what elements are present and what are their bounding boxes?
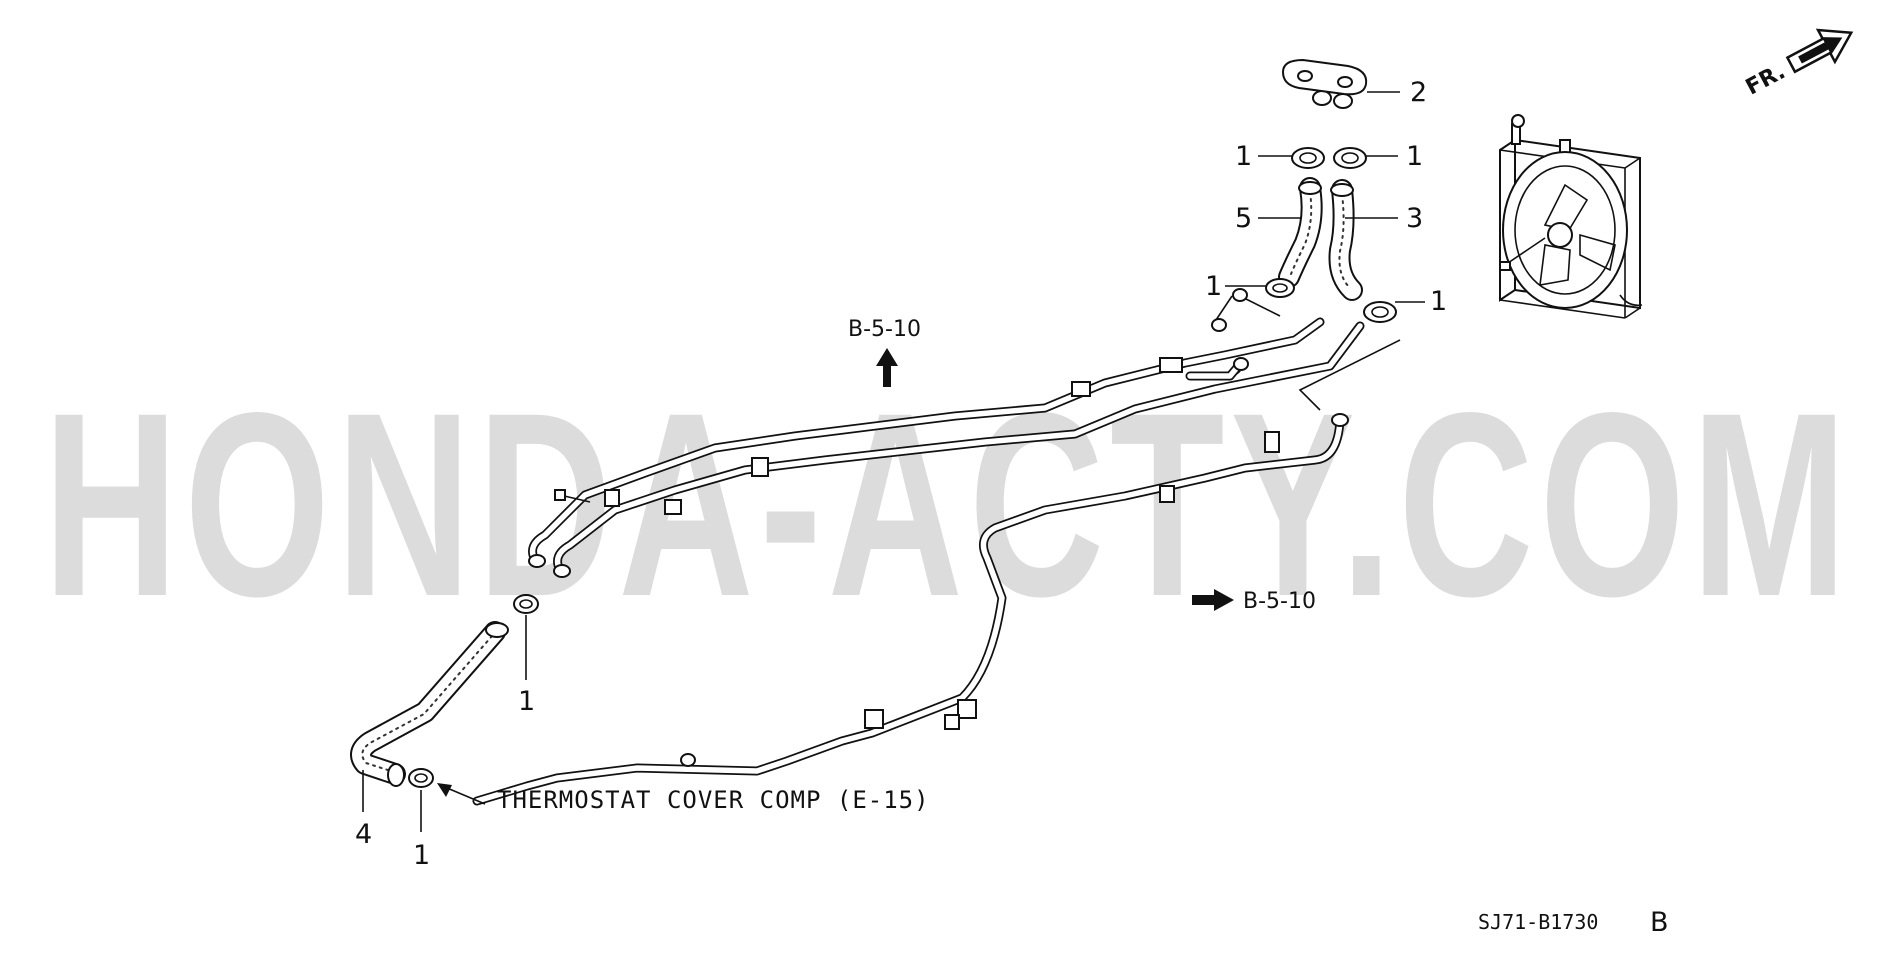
hose-3 bbox=[1328, 179, 1363, 301]
hose-5 bbox=[1278, 177, 1323, 288]
callout-clamp-top-right: 1 bbox=[1406, 141, 1423, 172]
watermark: HONDA-ACTY.COM bbox=[43, 358, 1853, 651]
diagram-code: SJ71-B1730 bbox=[1478, 910, 1598, 934]
reference-right: B-5-10 bbox=[1243, 589, 1316, 614]
clamp-top-left bbox=[1291, 147, 1325, 169]
reference-arrow-right-icon bbox=[1192, 589, 1234, 611]
callout-clamp-mid-right: 1 bbox=[1430, 286, 1447, 317]
clamp-bottom bbox=[408, 768, 434, 788]
clamp-lower bbox=[513, 594, 539, 614]
reservoir-cap bbox=[1281, 58, 1368, 109]
fan-shroud bbox=[1499, 151, 1628, 309]
reference-arrow-up-icon bbox=[876, 348, 898, 387]
clamp-mid-left bbox=[1265, 278, 1295, 298]
callout-hose-right: 3 bbox=[1406, 203, 1423, 234]
callout-hose-left: 5 bbox=[1235, 203, 1252, 234]
reference-upper: B-5-10 bbox=[848, 317, 921, 342]
callout-hose-lower: 4 bbox=[355, 819, 372, 850]
callout-cap: 2 bbox=[1410, 77, 1427, 108]
front-label: FR. bbox=[1742, 59, 1790, 100]
water-pipe-upper bbox=[528, 288, 1365, 578]
note-arrow-icon bbox=[437, 783, 486, 805]
front-arrow-icon: FR. bbox=[1742, 28, 1854, 101]
callout-clamp-lower: 1 bbox=[518, 686, 535, 717]
water-pipe-lower bbox=[472, 413, 1349, 806]
callout-clamp-bottom: 1 bbox=[413, 840, 430, 871]
callout-clamp-mid-left: 1 bbox=[1205, 271, 1222, 302]
hose-4 bbox=[350, 621, 509, 787]
callout-clamp-top-left: 1 bbox=[1235, 141, 1252, 172]
diagram-code-suffix: B bbox=[1650, 907, 1669, 938]
thermostat-note: THERMOSTAT COVER COMP (E-15) bbox=[497, 786, 930, 814]
clamp-top-right bbox=[1333, 147, 1367, 169]
clamp-mid-right bbox=[1363, 301, 1397, 323]
